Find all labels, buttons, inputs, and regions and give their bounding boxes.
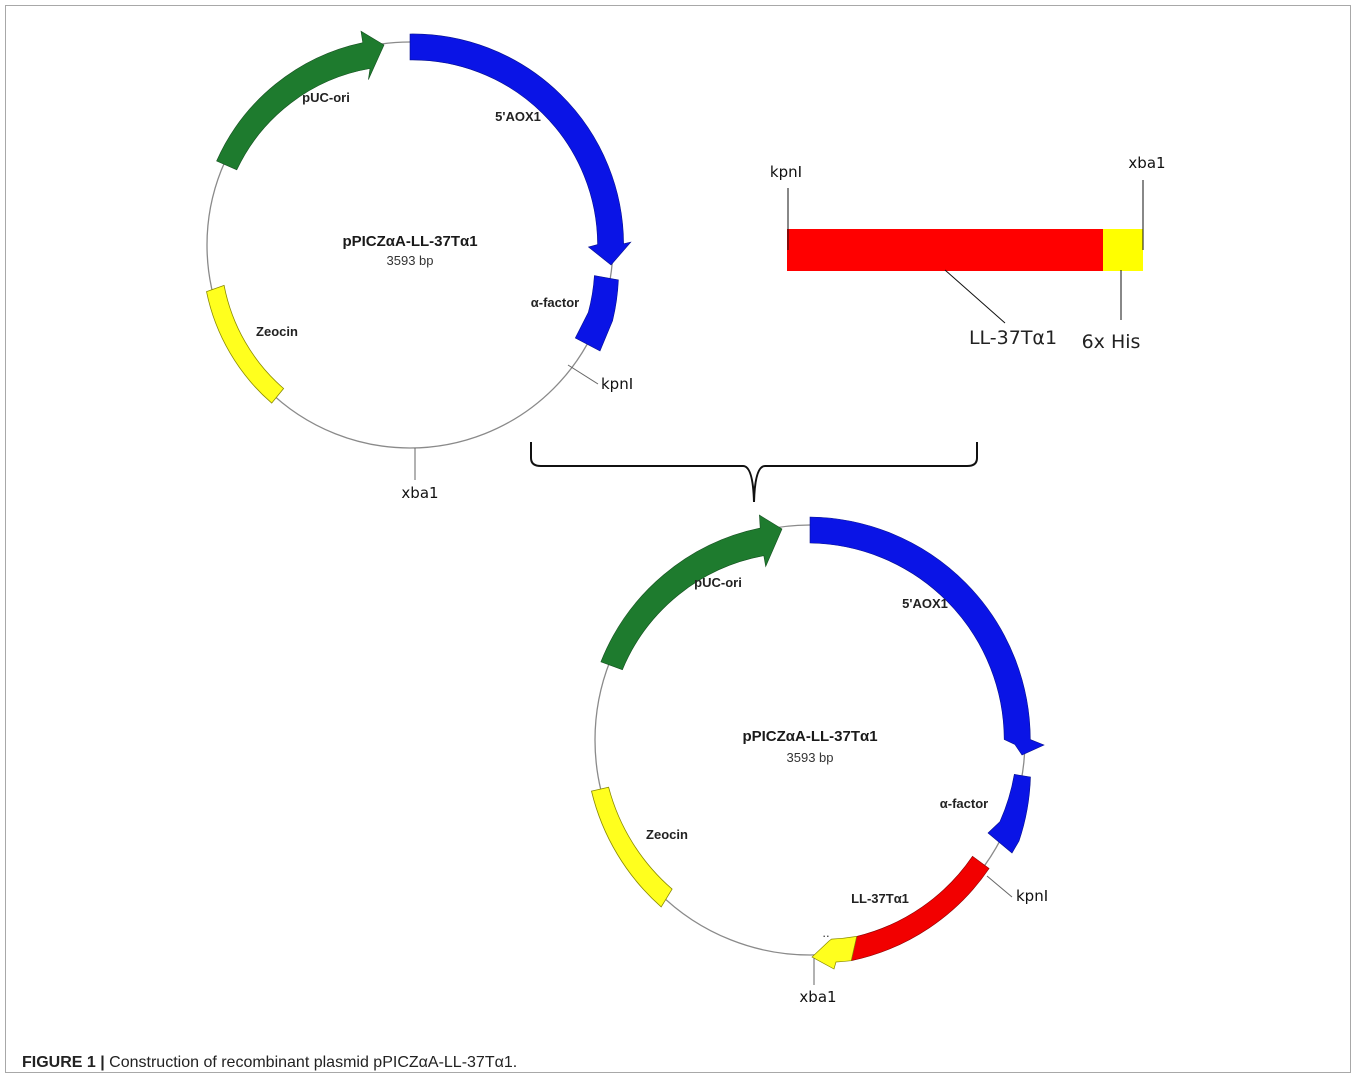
top-kpn-site-line bbox=[567, 364, 599, 385]
bottom-his-tag-arrow bbox=[811, 935, 858, 970]
insert-construct: kpnI xba1 LL-37Tα1 6x His bbox=[770, 154, 1166, 353]
insert-xba-label: xba1 bbox=[1128, 154, 1165, 172]
top-aox1-arrow bbox=[409, 33, 632, 266]
top-plasmid-size: 3593 bp bbox=[387, 253, 434, 268]
figure-caption: FIGURE 1 | Construction of recombinant p… bbox=[22, 1054, 517, 1072]
figure-frame bbox=[5, 5, 1351, 1073]
top-puc-ori-label: pUC-ori bbox=[302, 90, 350, 105]
caption-text: Construction of recombinant plasmid pPIC… bbox=[109, 1054, 518, 1071]
bottom-aox1-arrow bbox=[809, 516, 1045, 756]
top-xba-site-label: xba1 bbox=[401, 484, 438, 502]
bottom-tiny-mark: .. bbox=[822, 925, 829, 940]
bottom-plasmid: pPICZαA-LL-37Tα1 3593 bp pUC-ori 5'AOX1 … bbox=[591, 514, 1048, 1006]
insert-gene-bar bbox=[787, 229, 1103, 271]
bottom-puc-ori-label: pUC-ori bbox=[694, 575, 742, 590]
top-zeocin-box bbox=[206, 284, 285, 404]
bottom-alpha-factor-label: α-factor bbox=[940, 796, 988, 811]
top-puc-ori-arrow bbox=[216, 30, 385, 171]
bottom-aox1-label: 5'AOX1 bbox=[902, 596, 948, 611]
top-alpha-factor-label: α-factor bbox=[531, 295, 579, 310]
insert-tag-label: 6x His bbox=[1082, 331, 1141, 353]
bottom-kpn-site-label: kpnI bbox=[1016, 887, 1048, 905]
bottom-alpha-factor-arrow bbox=[987, 774, 1031, 854]
insert-his-tag-bar bbox=[1103, 229, 1143, 271]
bottom-kpn-site-line bbox=[986, 875, 1013, 898]
top-zeocin-label: Zeocin bbox=[256, 324, 298, 339]
combine-brace bbox=[530, 442, 978, 503]
bottom-plasmid-size: 3593 bp bbox=[787, 750, 834, 765]
bottom-gene-arrow bbox=[850, 855, 990, 962]
bottom-zeocin-label: Zeocin bbox=[646, 827, 688, 842]
bottom-plasmid-name: pPICZαA-LL-37Tα1 bbox=[742, 728, 877, 745]
top-plasmid-name: pPICZαA-LL-37Tα1 bbox=[342, 233, 477, 250]
top-alpha-factor-arrow bbox=[574, 275, 619, 352]
bottom-gene-label: LL-37Tα1 bbox=[851, 891, 909, 906]
top-kpn-site-label: kpnI bbox=[601, 375, 633, 393]
bottom-xba-site-label: xba1 bbox=[799, 988, 836, 1006]
top-aox1-label: 5'AOX1 bbox=[495, 109, 541, 124]
insert-gene-pointer bbox=[944, 269, 1006, 324]
insert-gene-label: LL-37Tα1 bbox=[969, 327, 1057, 349]
bottom-zeocin-box bbox=[591, 786, 673, 908]
caption-label: FIGURE 1 | bbox=[22, 1054, 105, 1071]
top-plasmid: pPICZαA-LL-37Tα1 3593 bp pUC-ori 5'AOX1 … bbox=[206, 30, 633, 502]
bottom-puc-ori-arrow bbox=[600, 514, 783, 671]
insert-kpn-label: kpnI bbox=[770, 163, 802, 181]
